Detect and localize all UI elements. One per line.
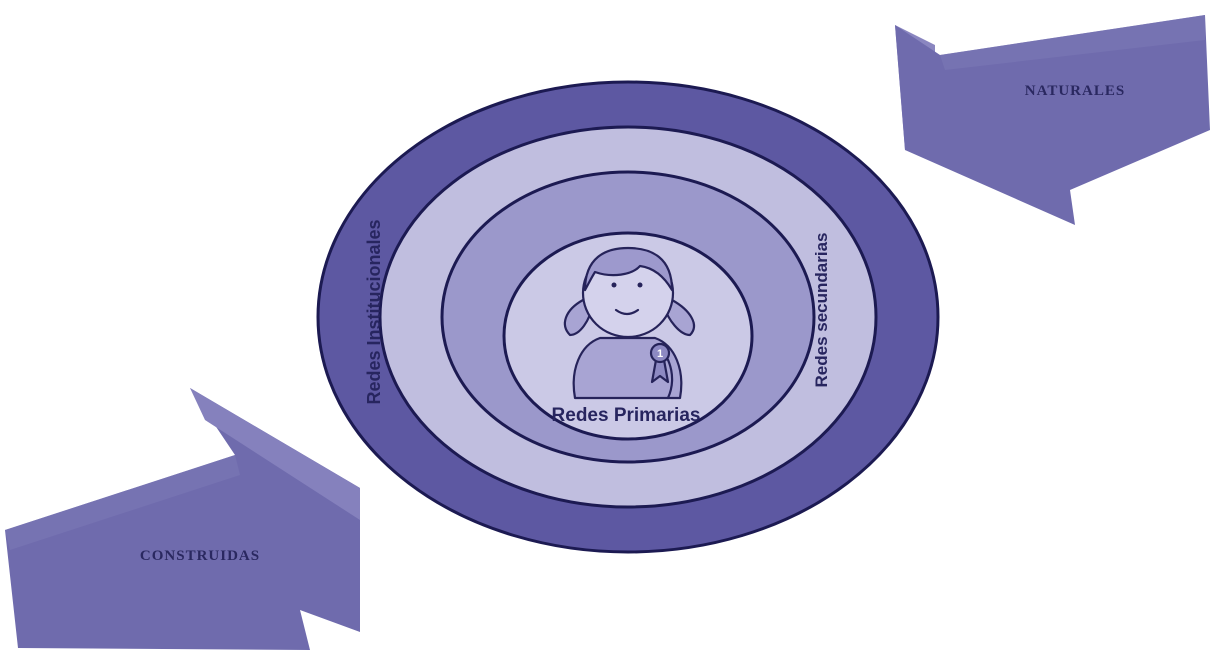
arrow-construidas-side [190, 388, 360, 520]
label-redes-secundarias: Redes secundarias [812, 233, 831, 388]
girl-hair [583, 246, 674, 292]
girl-eye-right [637, 282, 643, 288]
girl-figure-icon: 1 [563, 246, 696, 400]
badge-text: 1 [657, 348, 663, 360]
arrow-naturales: NATURALES [895, 15, 1210, 225]
arrow-construidas: CONSTRUIDAS [5, 388, 360, 650]
arrow-naturales-highlight [940, 15, 1205, 70]
arrow-naturales-shape [895, 15, 1210, 225]
badge-icon: 1 [649, 342, 671, 384]
arrow-construidas-highlight [5, 455, 240, 550]
girl-eye-left [611, 282, 617, 288]
arrow-naturales-label: NATURALES [1025, 83, 1125, 99]
girl-mouth [614, 308, 640, 316]
label-redes-primarias: Redes Primarias [552, 405, 701, 426]
badge-circle [649, 342, 671, 364]
arrow-construidas-label: CONSTRUIDAS [140, 548, 260, 564]
label-redes-institucionales: Redes Institucionales [364, 219, 384, 404]
